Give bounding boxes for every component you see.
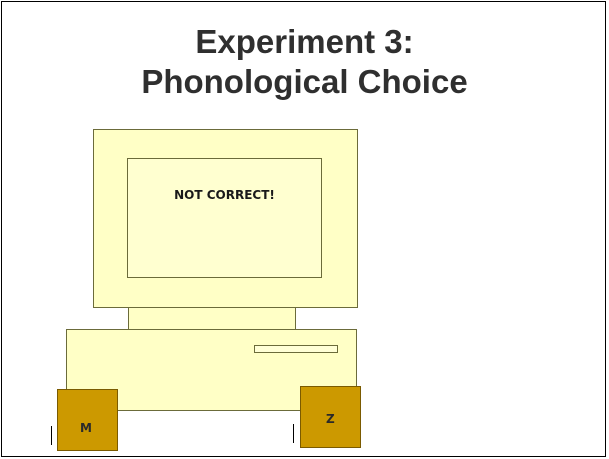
- key-m-label: M: [80, 421, 92, 435]
- slide-title: Experiment 3: Phonological Choice: [2, 22, 607, 102]
- key-m: M: [57, 389, 118, 451]
- title-line-1: Experiment 3:: [195, 23, 414, 60]
- key-z: Z: [300, 386, 361, 448]
- left-key-marker: [51, 426, 52, 445]
- title-line-2: Phonological Choice: [141, 63, 468, 100]
- screen-feedback-text: NOT CORRECT!: [174, 188, 275, 202]
- right-key-marker: [293, 424, 294, 443]
- disk-drive-slot: [254, 345, 338, 353]
- monitor-stand: [128, 307, 296, 330]
- monitor-screen: NOT CORRECT!: [127, 158, 322, 278]
- key-z-label: Z: [326, 412, 335, 426]
